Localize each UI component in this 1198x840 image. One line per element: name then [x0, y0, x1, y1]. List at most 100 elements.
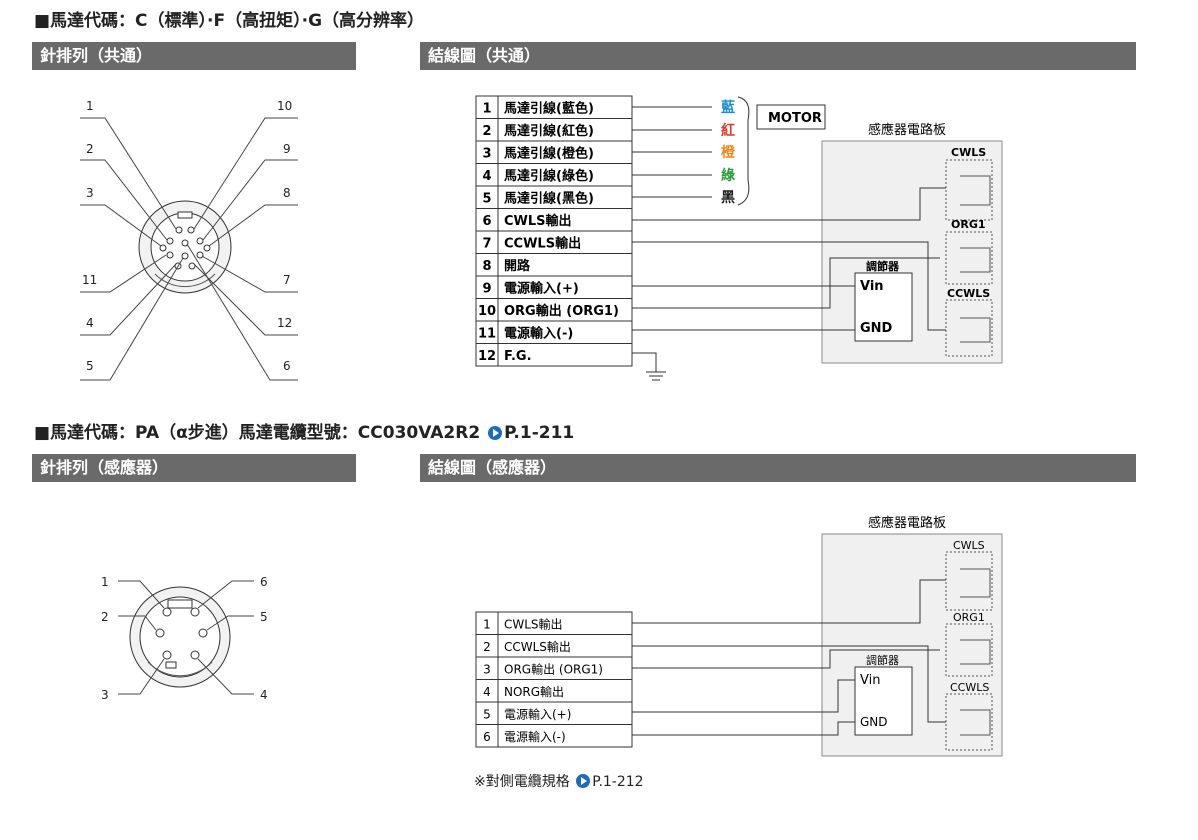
board2-vin: Vin	[860, 673, 880, 688]
board2-title: 感應器電路板	[868, 515, 946, 531]
table-row-number: 1	[483, 618, 491, 632]
table-row-number: 4	[483, 685, 491, 699]
pin6-label-right-5: 5	[260, 610, 268, 624]
wiring-table-sensor: 1 CWLS輸出 2 CCWLS輸出 3 ORG輸出 (ORG1) 4 NORG輸出 5 電源輸入…	[475, 611, 633, 748]
table-row-number: 10	[478, 304, 496, 319]
board1-sensor-org1: ORG1	[951, 218, 986, 231]
table-row-label: 馬達引線(綠色)	[504, 168, 594, 184]
table-row-number: 4	[482, 169, 491, 184]
pin-label-right-10: 10	[277, 99, 292, 113]
table-row	[475, 343, 633, 367]
pin-label-right-7: 7	[283, 273, 291, 287]
board1-regulator-label: 調節器	[866, 259, 900, 273]
table-row-number: 8	[482, 259, 491, 274]
pin6-label-right-4: 4	[260, 688, 268, 702]
pin-label-left-5: 5	[86, 359, 94, 373]
note-arrow-icon	[576, 774, 591, 788]
pin-label-left-4: 4	[86, 316, 94, 330]
table-row-label: NORG輸出	[504, 684, 564, 699]
table-row-number: 1	[482, 102, 491, 117]
table-row-label: 馬達引線(橙色)	[504, 146, 594, 162]
table-row-number: 6	[482, 214, 491, 229]
pin-label-right-8: 8	[283, 186, 291, 200]
cable-spec-note: ※對側電纜規格 P.1-212	[474, 774, 644, 790]
table-row-label: CWLS輸出	[504, 617, 563, 632]
table-row	[475, 253, 633, 277]
table-row-number: 3	[482, 147, 491, 162]
board2-gnd: GND	[860, 715, 888, 729]
board1-sensor-ccwls: CCWLS	[947, 287, 990, 300]
motor-label: MOTOR	[768, 111, 822, 126]
table-row-number: 7	[482, 237, 491, 252]
connector-6pin	[118, 580, 254, 695]
pin6-label-left-3: 3	[101, 688, 109, 702]
section1-wiring-bar: 結線圖（共通）	[420, 42, 1136, 70]
board1-regulator	[854, 272, 913, 342]
board1-title: 感應器電路板	[868, 122, 946, 138]
section2-heading: ■馬達代碼：PA（α步進）馬達電纜型號：CC030VA2R2 P.1-211	[34, 423, 575, 443]
wiring-table-common: 1 馬達引線(藍色) 2 馬達引線(紅色) 3 馬達引線(橙色) 4 馬達引線(綠色) 5 馬達引…	[475, 95, 633, 367]
board2-sensor-ccwls: CCWLS	[950, 681, 989, 694]
board1-gnd: GND	[860, 321, 893, 336]
table-row-label: F.G.	[504, 349, 532, 364]
table-row-number: 2	[483, 640, 491, 654]
board2-sensor-org1: ORG1	[953, 611, 985, 624]
pin-label-left-1: 1	[86, 99, 94, 113]
pin-label-left-3: 3	[86, 186, 94, 200]
table-row-label: 電源輸入(+)	[504, 707, 571, 722]
table-row-label: CWLS輸出	[504, 213, 572, 229]
section2-wiring-bar: 結線圖（感應器）	[420, 454, 1136, 482]
table-row-number: 12	[478, 349, 496, 364]
board1-wires	[632, 187, 946, 381]
table-row-label: ORG輸出 (ORG1)	[504, 303, 619, 319]
table-row-number: 3	[483, 663, 491, 677]
section1-pin-bar: 針排列（共通）	[32, 42, 356, 70]
motor-box	[756, 104, 826, 130]
pin-label-left-2: 2	[86, 142, 94, 156]
wire-color-red: 紅	[721, 122, 735, 139]
table-row-label: 馬達引線(黑色)	[504, 191, 594, 207]
board2-wires	[632, 579, 946, 736]
link-arrow-icon	[488, 426, 503, 440]
table-row-label: 電源輸入(-)	[504, 729, 566, 744]
pin6-label-right-6: 6	[260, 575, 268, 589]
section2-link[interactable]: P.1-211	[504, 423, 575, 443]
table-row-number: 6	[483, 730, 491, 744]
table-row	[475, 724, 633, 748]
pin-label-right-9: 9	[283, 142, 291, 156]
table-row-label: 電源輸入(+)	[504, 281, 579, 297]
board2-sensor-cwls: CWLS	[953, 539, 985, 552]
table-row-label: 馬達引線(藍色)	[504, 101, 594, 117]
table-row-label: ORG輸出 (ORG1)	[504, 662, 603, 677]
motor-wires	[632, 96, 750, 206]
section1-heading: ■馬達代碼：C（標準）·F（高扭矩）·G（高分辨率）	[34, 11, 425, 31]
wire-color-blue: 藍	[721, 99, 735, 116]
table-row-label: CCWLS輸出	[504, 639, 571, 654]
table-row-number: 9	[482, 282, 491, 297]
wire-color-black: 黑	[721, 190, 735, 206]
pin-label-left-11: 11	[82, 273, 97, 287]
board2-regulator	[854, 666, 913, 736]
wire-color-orange: 橙	[721, 144, 736, 161]
section2-pin-bar: 針排列（感應器）	[32, 454, 356, 482]
board1-sensors	[945, 159, 993, 357]
table-row-label: 馬達引線(紅色)	[504, 123, 594, 139]
table-row-number: 5	[482, 192, 491, 207]
table-row-label: 開路	[504, 258, 531, 274]
pin-label-right-12: 12	[277, 316, 292, 330]
board2-regulator-label: 調節器	[866, 653, 899, 667]
table-row-number: 2	[482, 124, 491, 139]
pin6-label-left-1: 1	[101, 575, 109, 589]
table-row-label: CCWLS輸出	[504, 236, 581, 252]
table-row-number: 5	[483, 708, 491, 722]
table-row-label: 電源輸入(-)	[504, 326, 573, 342]
pin-label-right-6: 6	[283, 359, 291, 373]
board1-sensor-cwls: CWLS	[951, 146, 986, 159]
note-link[interactable]: P.1-212	[592, 774, 644, 790]
wire-color-green: 綠	[721, 167, 736, 184]
connector-12pin-leaders	[80, 117, 298, 381]
board1-vin: Vin	[860, 279, 884, 294]
table-row-number: 11	[478, 327, 496, 342]
connector-12pin	[80, 117, 298, 381]
